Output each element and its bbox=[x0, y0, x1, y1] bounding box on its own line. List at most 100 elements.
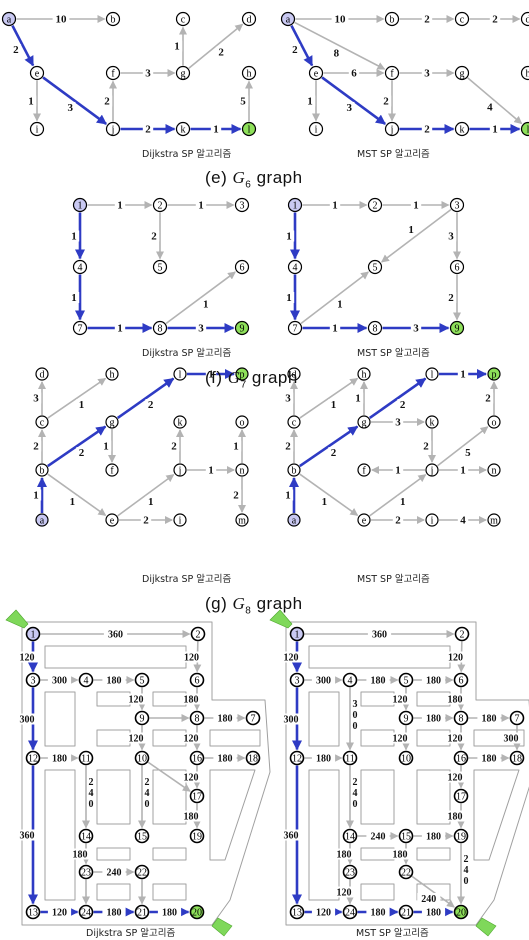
edge-weight-label: 1 bbox=[28, 96, 34, 108]
edge-g-l bbox=[467, 77, 523, 125]
edge-weight-label: 1 bbox=[71, 231, 77, 243]
edge-weight-label: 180 bbox=[218, 754, 233, 765]
node-a bbox=[280, 11, 296, 27]
node-10 bbox=[134, 750, 150, 766]
edge-weight-label: 1 bbox=[285, 490, 291, 502]
edge-weight-bg bbox=[102, 866, 126, 878]
edge-weight-label: 2 bbox=[13, 44, 19, 56]
node-label-2: 2 bbox=[460, 630, 465, 641]
edge-weight-bg bbox=[328, 447, 339, 459]
node-label-5: 5 bbox=[140, 676, 145, 687]
node-label-1: 1 bbox=[78, 201, 83, 212]
node-label-k: k bbox=[178, 418, 183, 429]
edge-weight-label: 1 bbox=[492, 124, 498, 136]
edge-weight-digit: 0 bbox=[89, 799, 94, 810]
node-label-g: g bbox=[362, 418, 367, 429]
edge-weight-label: 10 bbox=[335, 14, 347, 26]
edge-weight-label: 120 bbox=[393, 734, 408, 745]
caption-g8: (g) G8 graph bbox=[205, 594, 303, 616]
edge-weight-label: 2 bbox=[148, 399, 154, 411]
edge-3-5 bbox=[380, 208, 452, 263]
edge-weight-bg bbox=[457, 464, 469, 476]
node-b bbox=[287, 463, 301, 477]
node-19 bbox=[189, 828, 205, 844]
edge-weight-bg bbox=[443, 651, 468, 663]
node-label-d: d bbox=[292, 370, 297, 381]
node-label-13: 13 bbox=[28, 908, 38, 919]
node-label-a: a bbox=[40, 516, 45, 527]
node-k bbox=[173, 415, 187, 429]
node-9 bbox=[398, 710, 414, 726]
path-edge-a-e bbox=[290, 25, 314, 67]
edge-weight-bg bbox=[380, 95, 392, 107]
node-label-h: h bbox=[526, 69, 529, 80]
node-label-6: 6 bbox=[195, 676, 200, 687]
edge-weight-bg bbox=[168, 440, 180, 452]
node-1 bbox=[72, 197, 88, 213]
edge-weight-bg bbox=[489, 123, 501, 135]
edge-weight-label: 180 bbox=[482, 714, 497, 725]
edge-weight-label: 2 bbox=[285, 441, 291, 453]
node-b bbox=[105, 11, 121, 27]
node-15 bbox=[134, 828, 150, 844]
edge-weight-bg bbox=[462, 446, 474, 458]
edge-weight-bg bbox=[397, 495, 408, 507]
node-label-n: n bbox=[240, 466, 245, 477]
node-label-g: g bbox=[460, 69, 465, 80]
node-8 bbox=[453, 710, 469, 726]
edge-weight-bg bbox=[230, 489, 242, 501]
node-2 bbox=[454, 626, 470, 642]
edge-weight-label: 180 bbox=[52, 754, 67, 765]
edge-weight-label: 2 bbox=[423, 441, 429, 453]
edge-weight-digit: 2 bbox=[89, 777, 94, 788]
edge-weight-label: 360 bbox=[284, 831, 299, 842]
node-label-c: c bbox=[40, 418, 45, 429]
node-label-k: k bbox=[460, 125, 465, 136]
node-j bbox=[425, 463, 439, 477]
node-label-14: 14 bbox=[81, 832, 91, 843]
edge-weight-bg bbox=[279, 651, 303, 663]
road-network-background bbox=[5, 609, 529, 937]
edge-weight-label: 2 bbox=[492, 14, 498, 26]
edge-weight-bg bbox=[445, 230, 457, 242]
edge-weight-bg bbox=[482, 392, 494, 404]
edge-weight-label: 120 bbox=[448, 734, 463, 745]
caption-g7: (f) G7 graph bbox=[205, 368, 298, 390]
node-g bbox=[175, 65, 191, 81]
edge-weight-label: 120 bbox=[20, 653, 35, 664]
edge-weight-label: 1 bbox=[400, 496, 406, 508]
edge-weight-label: 1 bbox=[460, 465, 466, 477]
edge-weight-label: 1 bbox=[148, 496, 154, 508]
node-label-18: 18 bbox=[512, 754, 522, 765]
edge-j-o bbox=[437, 426, 489, 467]
edge-weight-bg bbox=[443, 771, 467, 783]
node-label-23: 23 bbox=[345, 868, 355, 879]
node-label-3: 3 bbox=[240, 201, 245, 212]
node-a bbox=[287, 513, 301, 527]
edge-weight-bg bbox=[366, 674, 390, 686]
edge-weight-label: 2 bbox=[143, 515, 149, 527]
edge-weight-label: 3 bbox=[33, 393, 39, 405]
edge-e-j bbox=[369, 474, 427, 517]
edge-weight-label: 180 bbox=[482, 754, 497, 765]
edge-weight-label: 300 bbox=[504, 734, 519, 745]
subtitle-g6-dijkstra: Dijkstra SP 알고리즘 bbox=[142, 149, 232, 160]
node-label-i: i bbox=[36, 125, 39, 136]
edge-8-6 bbox=[165, 271, 236, 325]
node-k bbox=[454, 121, 470, 137]
node-n bbox=[487, 463, 501, 477]
node-12 bbox=[289, 750, 305, 766]
edge-weight-label: 120 bbox=[184, 653, 199, 664]
node-23 bbox=[342, 864, 358, 880]
edge-weight-digit: 2 bbox=[353, 777, 358, 788]
node-label-j: j bbox=[390, 125, 394, 136]
edge-weight-label: 5 bbox=[465, 447, 471, 459]
edge-weight-bg bbox=[410, 199, 422, 211]
node-n bbox=[235, 463, 249, 477]
node-9 bbox=[449, 320, 465, 336]
node-13 bbox=[25, 904, 41, 920]
